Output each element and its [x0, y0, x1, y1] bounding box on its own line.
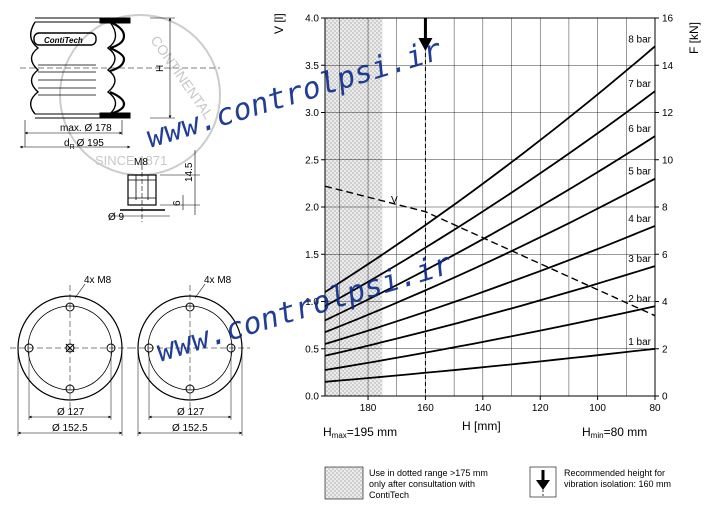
force-curve-label: 3 bar: [628, 254, 651, 265]
flange-top-plate: 4x M8 Ø 127 Ø 152.5: [10, 275, 130, 436]
outer-dia-right: Ø 152.5: [172, 423, 208, 434]
dim-14-5: 14.5: [184, 162, 195, 182]
flange-bottom-plate: 4x M8 Ø 127 Ø 152.5: [130, 275, 250, 436]
force-curve-label: 1 bar: [628, 337, 651, 348]
y-right-tick-label: 0: [662, 392, 668, 403]
y-right-tick-label: 8: [662, 203, 668, 214]
force-curve-label: 2 bar: [628, 294, 651, 305]
chart-ticks: [321, 17, 659, 400]
legend-dotted-swatch: [324, 466, 364, 500]
stud-m8-label: M8: [134, 157, 148, 168]
outer-dia-left: Ø 152.5: [52, 423, 88, 434]
x-tick-label: 100: [589, 403, 606, 414]
x-tick-label: 80: [649, 403, 661, 414]
y-left-tick-label: 2.5: [305, 155, 319, 166]
y-left-tick-label: 1.0: [305, 297, 319, 308]
dim-dia-9: Ø 9: [108, 212, 125, 223]
bolt-label-right: 4x M8: [204, 275, 232, 286]
stamp-text-lower: SINCE 1871: [95, 153, 167, 168]
stud-detail: M8 14.5 6 Ø 9: [108, 150, 200, 223]
y-right-tick-label: 6: [662, 250, 668, 261]
recommended-arrow-head-icon: [418, 38, 433, 51]
force-curve-label: 7 bar: [628, 79, 651, 90]
force-curve: [324, 225, 656, 345]
force-curve-label: 8 bar: [628, 34, 651, 45]
y-left-tick-label: 4.0: [305, 14, 319, 25]
chart-labels: 0.0 0.5 1.0 1.5 2.0 2.5 3.0 3.5 4.0 0 2 4 6 8 10 12 14 16…: [305, 14, 673, 415]
legend-dotted-line-2: only after consultation with: [369, 479, 475, 489]
legend-down-arrow-icon: [536, 470, 550, 496]
characteristic-chart: 0.0 0.5 1.0 1.5 2.0 2.5 3.0 3.5 4.0 0 2 4 6 8 10 12 14 16…: [272, 13, 701, 440]
y-right-axis-label: F [kN]: [687, 22, 701, 54]
height-dim-label: H: [155, 65, 166, 72]
y-left-tick-label: 3.5: [305, 61, 319, 72]
y-left-axis-label: V [l]: [272, 13, 286, 34]
y-right-tick-label: 2: [662, 344, 668, 355]
pcd-left: Ø 127: [57, 407, 85, 418]
brand-label: ContiTech: [44, 36, 83, 45]
x-tick-label: 160: [417, 403, 434, 414]
h-max-label: Hmax=195 mm: [323, 425, 397, 440]
chart-series: [324, 18, 656, 396]
force-curve: [324, 265, 656, 357]
y-right-tick-label: 16: [662, 14, 674, 25]
force-curve-label: 5 bar: [628, 167, 651, 178]
force-curve-label: 6 bar: [628, 124, 651, 135]
max-diameter-label: max. Ø 178: [60, 123, 112, 134]
watermark-text-lower: www.controlpsi.ir: [152, 246, 456, 369]
force-curve: [324, 45, 656, 293]
y-left-tick-label: 0.5: [305, 344, 319, 355]
force-curve: [324, 305, 656, 371]
force-curve-label: 4 bar: [628, 214, 651, 225]
force-curve: [324, 177, 656, 334]
dim-6: 6: [172, 200, 183, 206]
force-curve: [324, 347, 656, 383]
volume-curve: [324, 185, 656, 317]
y-left-tick-label: 2.0: [305, 203, 319, 214]
legend-dotted-line-3: ContiTech: [369, 490, 409, 500]
technical-drawing: CONTINENTAL SINCE 1871 ContiTech H: [10, 14, 250, 436]
legend-dotted-line-1: Use in dotted range >175 mm: [369, 468, 488, 478]
x-axis-label: H [mm]: [462, 419, 501, 433]
force-curve: [324, 135, 656, 322]
y-left-tick-label: 0.0: [305, 392, 319, 403]
x-tick-label: 180: [360, 403, 377, 414]
y-left-tick-label: 1.5: [305, 250, 319, 261]
pcd-right: Ø 127: [177, 407, 205, 418]
legend-arrow-line-1: Recommended height for: [564, 468, 665, 478]
bolt-label-left: 4x M8: [84, 275, 112, 286]
force-curve: [324, 90, 656, 307]
legend-arrow-line-2: vibration isolation: 160 mm: [564, 479, 671, 489]
x-tick-label: 140: [474, 403, 491, 414]
h-min-label: Hmin=80 mm: [582, 425, 647, 440]
y-right-tick-label: 10: [662, 155, 674, 166]
volume-curve-label: V: [391, 195, 398, 206]
y-left-tick-label: 3.0: [305, 108, 319, 119]
legend: Use in dotted range >175 mm only after c…: [324, 466, 671, 500]
y-right-tick-label: 14: [662, 61, 674, 72]
y-right-tick-label: 12: [662, 108, 674, 119]
y-right-tick-label: 4: [662, 297, 668, 308]
x-tick-label: 120: [532, 403, 549, 414]
